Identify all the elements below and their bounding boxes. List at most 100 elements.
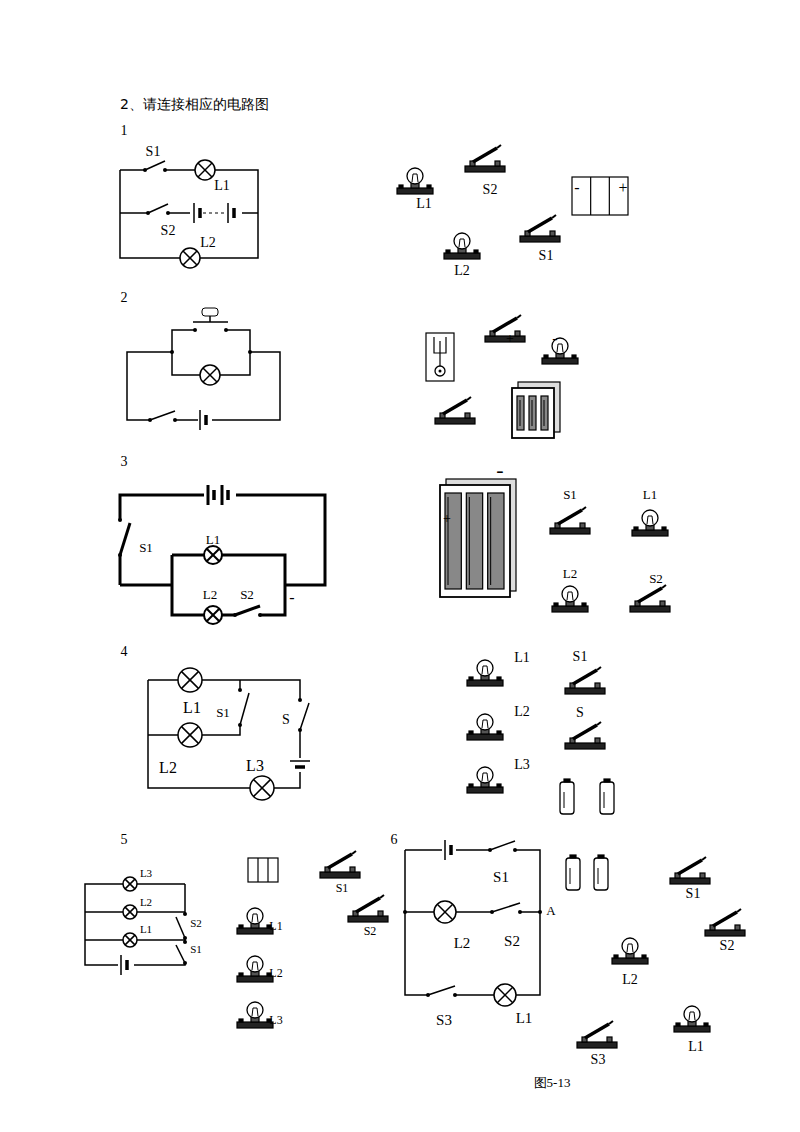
part-outline	[705, 930, 745, 936]
terminal-dot	[238, 688, 242, 692]
part-stroke	[552, 215, 556, 218]
part-outline	[239, 1019, 243, 1022]
bulb	[454, 233, 470, 249]
gap	[195, 327, 226, 333]
wire	[428, 986, 455, 995]
terminal-dot	[183, 936, 187, 940]
part-outline	[350, 867, 355, 872]
terminal-dot	[248, 350, 252, 354]
part-outline	[237, 1022, 273, 1028]
part-outline	[465, 413, 470, 418]
component-label: L3	[514, 758, 530, 772]
terminal-dot	[538, 910, 542, 914]
terminal-dot	[166, 211, 170, 215]
bulb	[477, 660, 493, 676]
part-stroke	[252, 962, 258, 970]
part-stroke	[570, 868, 571, 884]
component-label: L1	[643, 488, 657, 501]
part-stroke	[497, 145, 501, 148]
component-label: L3	[140, 868, 152, 879]
part-outline	[542, 358, 578, 364]
wire	[497, 987, 512, 1002]
wire	[125, 879, 135, 889]
part-stroke	[573, 725, 597, 739]
wire	[254, 780, 271, 797]
part-stroke	[598, 868, 599, 884]
component-label: -	[574, 180, 579, 196]
component-label: S2	[720, 939, 735, 953]
part-outline	[517, 396, 524, 430]
component-label: +	[506, 332, 514, 346]
part-outline	[595, 738, 600, 743]
part-outline	[674, 1026, 710, 1032]
part-outline	[427, 185, 431, 188]
wire	[300, 703, 309, 730]
bulb	[477, 767, 493, 783]
component-label: L1	[516, 1011, 533, 1026]
wire	[193, 203, 195, 223]
part-stroke	[490, 497, 491, 585]
wire	[207, 485, 210, 505]
component-label: L1	[514, 651, 530, 665]
dry-cell	[594, 858, 608, 890]
part-outline	[467, 734, 503, 740]
part-stroke	[597, 667, 601, 670]
part-outline	[248, 858, 278, 882]
part-stroke	[627, 944, 633, 952]
part-outline	[239, 973, 243, 976]
part-outline	[670, 878, 710, 884]
part-stroke	[448, 497, 449, 585]
component-label: L2	[454, 264, 470, 278]
component-label: 1	[121, 124, 128, 138]
part-stroke	[328, 854, 352, 868]
bulb	[562, 586, 578, 602]
component-label: A	[546, 904, 555, 917]
component-label: L1	[214, 179, 230, 193]
part-stroke	[597, 722, 601, 725]
part-outline	[469, 731, 473, 734]
component-label: S1	[190, 944, 202, 955]
wire	[176, 917, 185, 938]
terminal-dot	[173, 418, 177, 422]
part-outline	[614, 955, 618, 958]
part-stroke	[482, 720, 488, 728]
wire	[148, 680, 300, 788]
component-label: S2	[483, 183, 498, 197]
wire	[145, 161, 165, 170]
part-outline	[660, 601, 665, 606]
lamp-symbol	[180, 248, 200, 268]
part-outline	[474, 250, 478, 253]
wire	[125, 935, 135, 945]
component-label: 4	[121, 645, 128, 659]
terminal-dot	[183, 940, 187, 944]
part-outline	[466, 493, 482, 589]
part-stroke	[609, 1021, 613, 1024]
lamp-symbol	[178, 723, 202, 747]
terminal-dot	[490, 910, 494, 914]
part-outline	[497, 677, 501, 680]
component-label: L1	[416, 197, 432, 211]
wire	[120, 955, 122, 975]
lamp-symbol	[200, 365, 220, 385]
part-stroke	[702, 857, 706, 860]
component-label: 2	[121, 291, 128, 305]
wire	[172, 330, 250, 352]
lamp-symbol	[204, 606, 222, 624]
bulb	[684, 1006, 700, 1022]
wire	[290, 760, 310, 762]
wire	[209, 316, 211, 322]
component-label: L2	[203, 588, 217, 601]
terminal-dot	[118, 553, 122, 557]
component-label: L1	[140, 924, 152, 935]
part-stroke	[558, 510, 582, 524]
part-outline	[598, 855, 604, 858]
terminal-dot	[518, 910, 522, 914]
part-outline	[604, 779, 610, 782]
part-stroke	[737, 909, 741, 912]
wire	[125, 935, 135, 945]
component-label: S1	[539, 249, 554, 263]
part-stroke	[662, 585, 666, 588]
part-outline	[446, 250, 450, 253]
component-label: S2	[504, 934, 520, 949]
part-outline	[237, 976, 273, 982]
